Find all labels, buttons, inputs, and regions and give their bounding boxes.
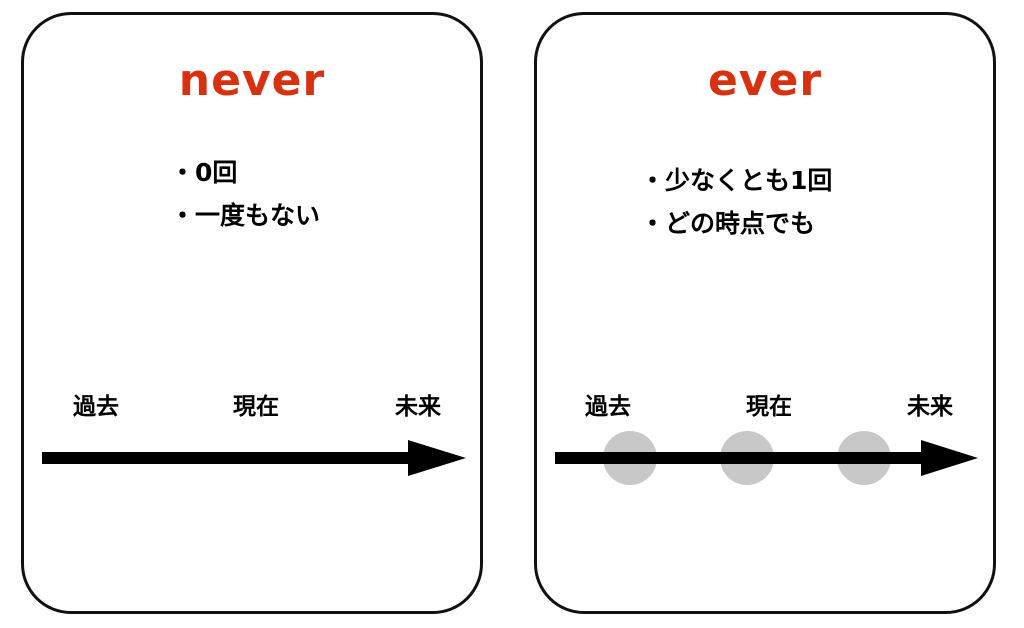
ever-title: ever — [707, 55, 823, 106]
label-future: 未来 — [395, 394, 441, 420]
bullet-item: 一度もない — [170, 194, 320, 237]
timeline-line — [42, 452, 412, 464]
label-present: 現在 — [746, 394, 792, 420]
bullet-item: 0回 — [170, 151, 320, 194]
never-title: never — [178, 55, 326, 106]
bullet-item: どの時点でも — [640, 202, 832, 245]
timeline-line — [555, 452, 925, 464]
never-panel: never 0回 一度もない 過去 現在 未来 — [21, 12, 483, 614]
label-present: 現在 — [233, 394, 279, 420]
bullet-item: 少なくとも1回 — [640, 159, 832, 202]
label-past: 過去 — [73, 394, 119, 420]
arrow-head-icon — [921, 440, 978, 476]
never-bullets: 0回 一度もない — [170, 151, 320, 237]
ever-bullets: 少なくとも1回 どの時点でも — [640, 159, 832, 245]
label-future: 未来 — [907, 394, 953, 420]
arrow-head-icon — [408, 440, 466, 476]
ever-panel: ever 少なくとも1回 どの時点でも 過去 現在 未来 — [534, 12, 996, 614]
label-past: 過去 — [585, 394, 631, 420]
